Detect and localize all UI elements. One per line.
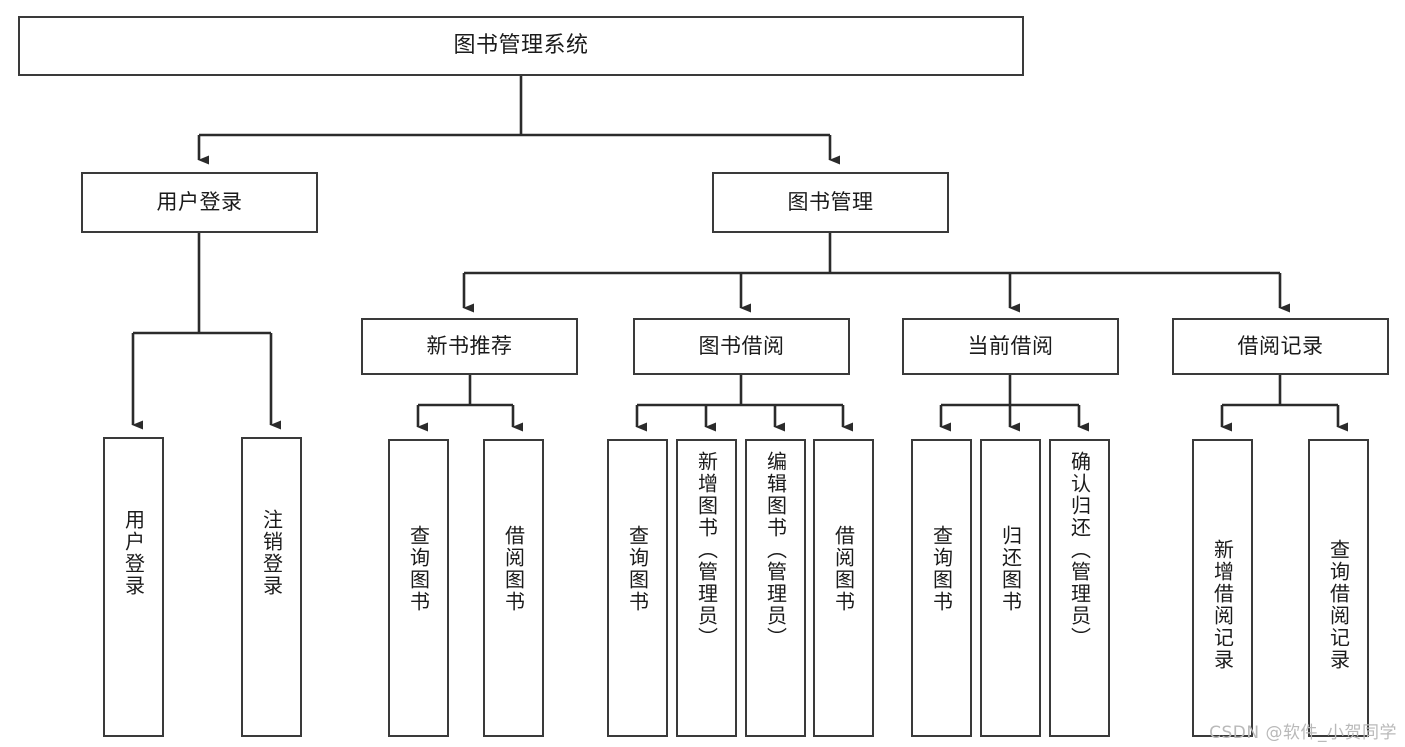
node-book-manage[interactable]: 图书管理 [712, 172, 949, 233]
node-leaf-user-logout[interactable]: 注销登录 [241, 437, 302, 737]
node-user-login[interactable]: 用户登录 [81, 172, 318, 233]
node-borrow-record-label: 借阅记录 [1237, 333, 1324, 358]
node-leaf-return-book[interactable]: 归还图书 [980, 439, 1041, 737]
node-new-book-recommend[interactable]: 新书推荐 [361, 318, 578, 375]
node-user-login-label: 用户登录 [156, 189, 243, 214]
node-leaf-query-book-1[interactable]: 查询图书 [388, 439, 449, 737]
node-leaf-borrow-book-2-label: 借阅图书 [831, 525, 856, 613]
node-new-book-recommend-label: 新书推荐 [426, 333, 513, 358]
node-book-borrow-label: 图书借阅 [698, 333, 785, 358]
node-leaf-add-borrow-record-label: 新增借阅记录 [1210, 539, 1235, 671]
node-current-borrow-label: 当前借阅 [967, 333, 1054, 358]
node-root[interactable]: 图书管理系统 [18, 16, 1024, 76]
node-leaf-borrow-book-2[interactable]: 借阅图书 [813, 439, 874, 737]
node-leaf-query-book-2[interactable]: 查询图书 [607, 439, 668, 737]
node-leaf-user-login[interactable]: 用户登录 [103, 437, 164, 737]
node-leaf-borrow-book-1-label: 借阅图书 [501, 525, 526, 613]
node-leaf-query-book-3[interactable]: 查询图书 [911, 439, 972, 737]
node-leaf-query-book-3-label: 查询图书 [929, 525, 954, 613]
node-leaf-add-borrow-record[interactable]: 新增借阅记录 [1192, 439, 1253, 737]
node-leaf-user-logout-label: 注销登录 [259, 509, 284, 597]
node-leaf-confirm-return-admin[interactable]: 确认归还（管理员） [1049, 439, 1110, 737]
node-current-borrow[interactable]: 当前借阅 [902, 318, 1119, 375]
node-root-label: 图书管理系统 [453, 32, 589, 58]
node-leaf-edit-book-admin-label: 编辑图书（管理员） [763, 451, 788, 649]
node-book-manage-label: 图书管理 [787, 189, 874, 214]
node-leaf-borrow-book-1[interactable]: 借阅图书 [483, 439, 544, 737]
node-leaf-query-book-2-label: 查询图书 [625, 525, 650, 613]
node-leaf-query-borrow-record[interactable]: 查询借阅记录 [1308, 439, 1369, 737]
node-book-borrow[interactable]: 图书借阅 [633, 318, 850, 375]
node-leaf-add-book-admin[interactable]: 新增图书（管理员） [676, 439, 737, 737]
node-leaf-query-book-1-label: 查询图书 [406, 525, 431, 613]
node-leaf-query-borrow-record-label: 查询借阅记录 [1326, 539, 1351, 671]
node-leaf-user-login-label: 用户登录 [121, 509, 146, 597]
node-leaf-return-book-label: 归还图书 [998, 525, 1023, 613]
node-leaf-confirm-return-admin-label: 确认归还（管理员） [1067, 451, 1092, 649]
node-leaf-add-book-admin-label: 新增图书（管理员） [694, 451, 719, 649]
node-borrow-record[interactable]: 借阅记录 [1172, 318, 1389, 375]
node-leaf-edit-book-admin[interactable]: 编辑图书（管理员） [745, 439, 806, 737]
